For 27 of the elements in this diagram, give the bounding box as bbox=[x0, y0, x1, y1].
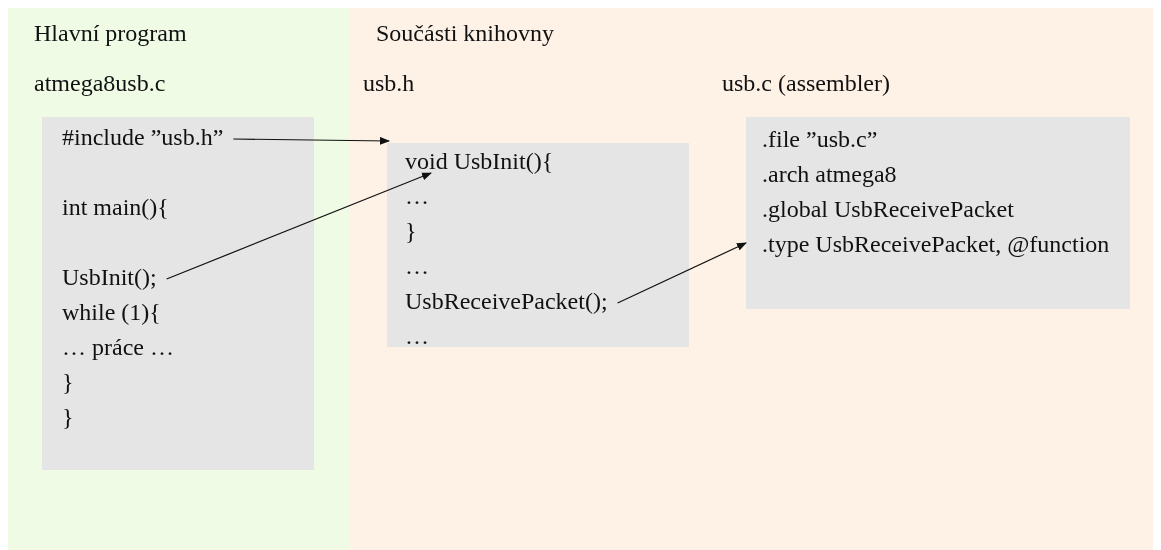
arrow bbox=[166, 172, 432, 280]
code-line: } bbox=[405, 217, 417, 245]
code-line: UsbInit(); bbox=[62, 263, 157, 291]
code-line: .file ”usb.c” bbox=[762, 125, 878, 153]
arrow bbox=[232, 136, 390, 145]
arrow bbox=[617, 242, 747, 304]
code-line: .global UsbReceivePacket bbox=[762, 195, 1014, 223]
code-line: .arch atmega8 bbox=[762, 160, 897, 188]
code-line: … bbox=[405, 182, 429, 210]
code-line: void UsbInit(){ bbox=[405, 147, 554, 175]
code-line: … práce … bbox=[62, 333, 174, 361]
program-panel bbox=[8, 8, 350, 550]
code-line: .type UsbReceivePacket, @function bbox=[762, 230, 1112, 258]
panel-title: Hlavní program bbox=[34, 20, 187, 47]
file-name-heading: usb.c (assembler) bbox=[722, 70, 890, 97]
code-line: } bbox=[62, 403, 74, 431]
code-line: while (1){ bbox=[62, 298, 161, 326]
panel-title: Součásti knihovny bbox=[376, 20, 554, 47]
code-line: int main(){ bbox=[62, 193, 169, 221]
file-name-heading: usb.h bbox=[363, 70, 415, 97]
code-line: … bbox=[405, 252, 429, 280]
code-line: … bbox=[405, 322, 429, 350]
code-line: UsbReceivePacket(); bbox=[405, 287, 608, 315]
library-panel bbox=[350, 8, 1153, 550]
file-name-heading: atmega8usb.c bbox=[34, 70, 166, 97]
code-line: #include ”usb.h” bbox=[62, 123, 224, 151]
code-line: } bbox=[62, 368, 74, 396]
